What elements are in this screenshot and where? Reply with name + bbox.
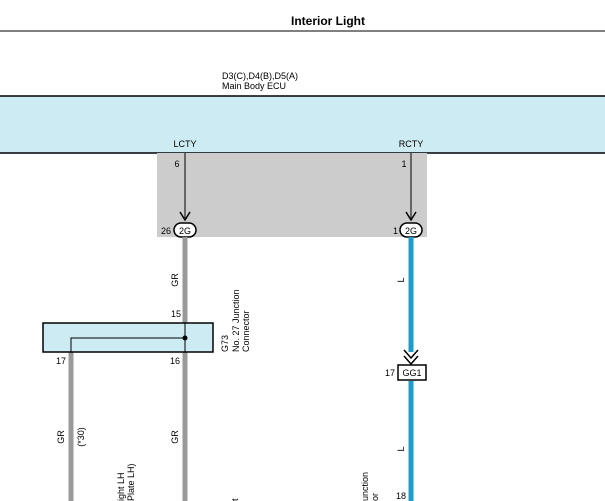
- connector-region: [157, 153, 427, 237]
- lcty-junction-pin: 26: [161, 226, 171, 236]
- gg1-pin: 17: [385, 368, 395, 378]
- bottom-right-text-1: unction: [360, 472, 370, 501]
- bottom-right-text-2: or: [370, 493, 380, 501]
- ecu-connector-ids: D3(C),D4(B),D5(A): [222, 71, 298, 81]
- wire-color-upper-left: GR: [170, 273, 180, 287]
- jc-name-line2: Connector: [241, 310, 251, 352]
- terminal-rcty-pin: 1: [401, 159, 406, 169]
- terminal-lcty-pin: 6: [174, 159, 179, 169]
- wire-color-lower-left: GR: [56, 430, 66, 444]
- jc-pin-bottom-right: 16: [170, 356, 180, 366]
- jc-pin-top: 15: [171, 309, 181, 319]
- jc-name-line1: No. 27 Junction: [231, 289, 241, 352]
- gg1-label: GG1: [402, 368, 421, 378]
- wire-color-lower-mid: GR: [170, 430, 180, 444]
- jc-splice-dot: [182, 335, 188, 341]
- rcty-arrow-icon: [405, 211, 417, 222]
- lcty-junction-label: 2G: [179, 226, 191, 236]
- bottom-left-text-2: Plate LH): [126, 463, 136, 501]
- ecu-block: [0, 95, 605, 154]
- diagram-title: Interior Light: [291, 14, 365, 28]
- jc-code: G73: [220, 335, 230, 352]
- jc-internal-line: [70, 337, 185, 352]
- bottom-mid-text: t: [230, 498, 240, 501]
- gg1-box: [397, 364, 427, 381]
- rcty-junction-label: 2G: [405, 226, 417, 236]
- terminal-rcty-name: RCTY: [399, 139, 424, 149]
- ecu-name: Main Body ECU: [222, 81, 286, 91]
- gg1-arrow-upper-icon: [403, 349, 419, 360]
- gg1-arrow-lower-icon: [403, 355, 419, 366]
- jc-pin-bottom-left: 17: [56, 356, 66, 366]
- bottom-left-text-1: ight LH: [116, 472, 126, 501]
- wire-color-upper-right: L: [396, 277, 406, 282]
- terminal-lcty-name: LCTY: [173, 139, 196, 149]
- lcty-arrow-icon: [179, 211, 191, 222]
- rcty-junction-pin: 1: [393, 226, 398, 236]
- wire-note-lower-left: (*30): [76, 427, 86, 447]
- wire-color-lower-right: L: [396, 446, 406, 451]
- bottom-right-pin: 18: [396, 491, 406, 501]
